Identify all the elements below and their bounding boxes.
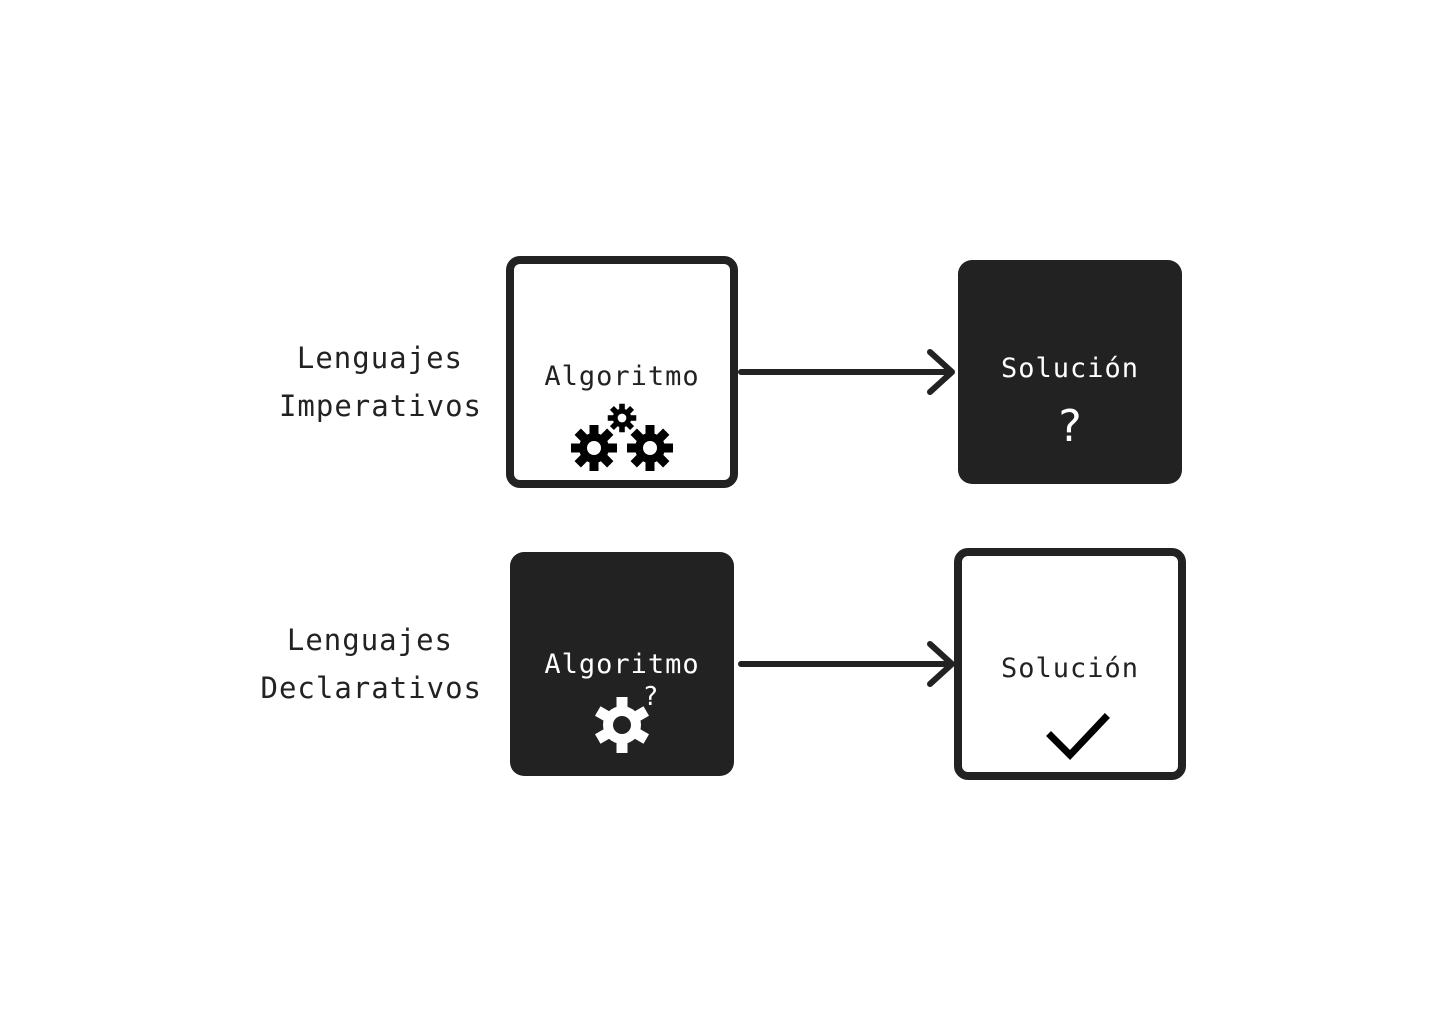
label-declarativos: Lenguajes Declarativos — [260, 616, 482, 712]
solution-box-declarativos: Solución — [954, 548, 1186, 780]
algorithm-title: Algoritmo — [544, 361, 700, 392]
algorithm-box-imperativos: Algoritmo — [506, 256, 738, 488]
gears-icon — [571, 403, 673, 471]
solution-box-imperativos: Solución ? — [958, 260, 1182, 484]
arrow-declarativos — [738, 641, 955, 687]
label-declarativos-line2: Declarativos — [260, 671, 482, 705]
label-imperativos: Lenguajes Imperativos — [279, 334, 482, 430]
algorithm-box-declarativos: Algoritmo ? — [510, 552, 734, 776]
checkmark-icon — [1046, 713, 1110, 761]
label-imperativos-line2: Imperativos — [278, 389, 482, 423]
question-mark-icon: ? — [1058, 401, 1082, 452]
solution-title: Solución — [1000, 653, 1140, 684]
label-declarativos-line1: Lenguajes — [286, 623, 453, 657]
algorithm-title: Algoritmo — [544, 649, 700, 680]
arrow-imperativos — [738, 349, 955, 395]
question-mark-small: ? — [644, 682, 658, 712]
label-imperativos-line1: Lenguajes — [296, 341, 463, 375]
solution-title: Solución — [1000, 353, 1140, 384]
